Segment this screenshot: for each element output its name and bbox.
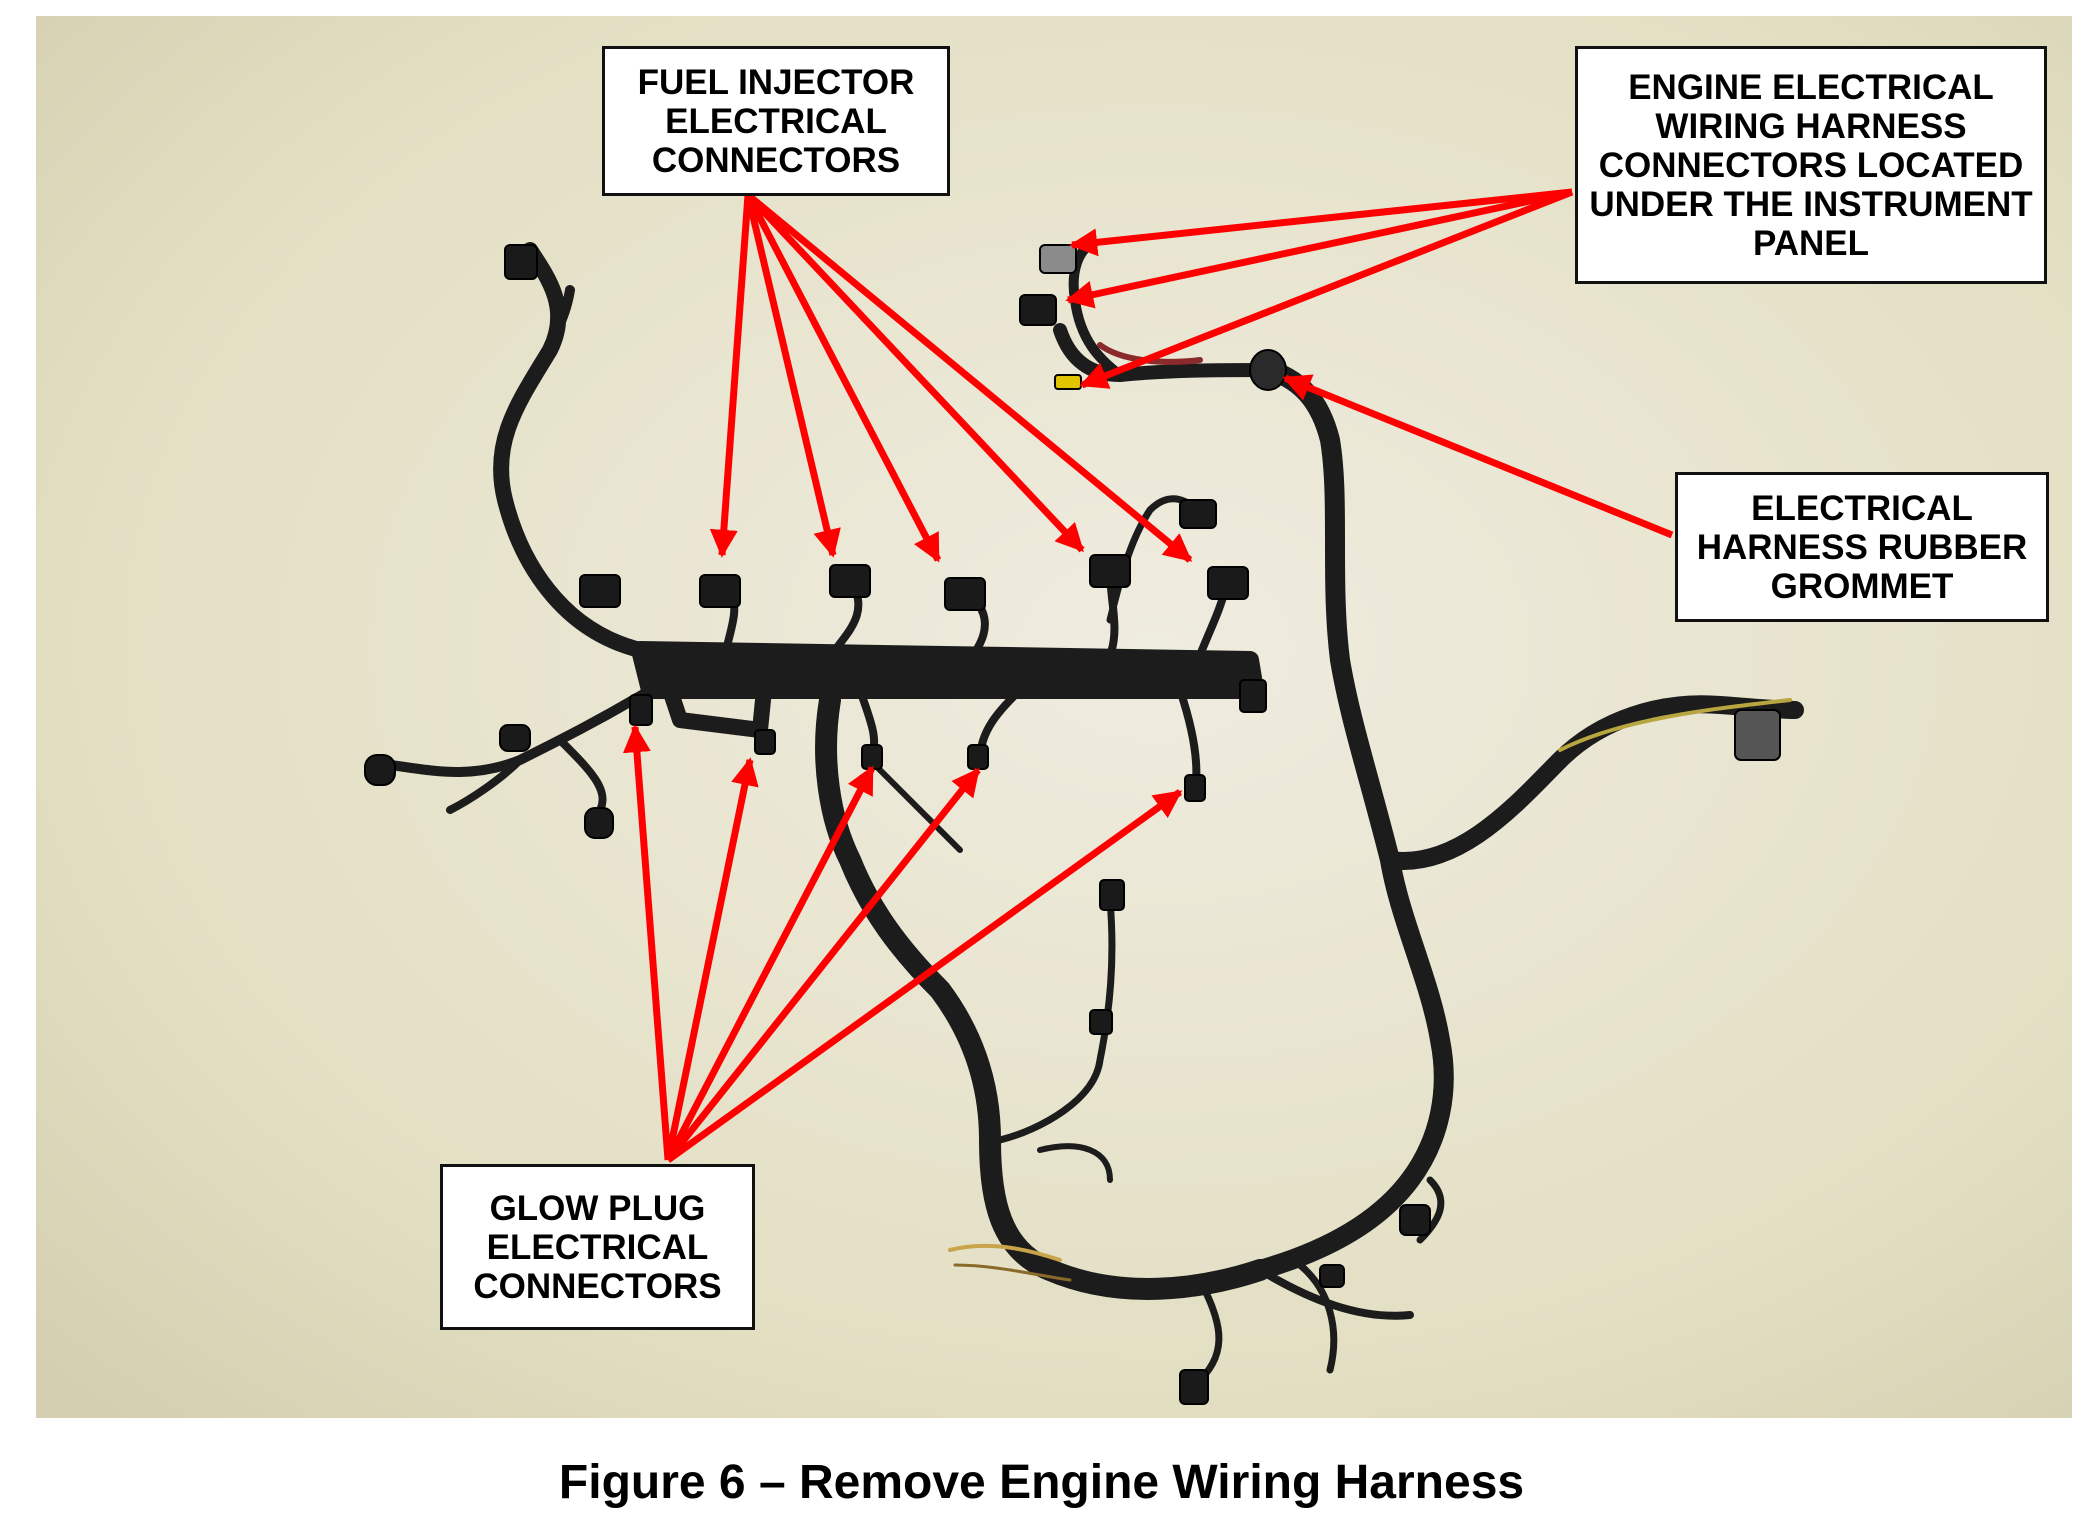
callout-engine-harness-connectors: ENGINE ELECTRICAL WIRING HARNESS CONNECT… (1575, 46, 2047, 284)
callout-fuel-injector-connectors: FUEL INJECTOR ELECTRICAL CONNECTORS (602, 46, 950, 196)
callout-harness-rubber-grommet: ELECTRICAL HARNESS RUBBER GROMMET (1675, 472, 2049, 622)
harness-connectors (364, 244, 1781, 1405)
callout-arrows (622, 188, 1674, 1163)
figure-caption: Figure 6 – Remove Engine Wiring Harness (558, 1456, 1525, 1509)
callout-glow-plug-connectors: GLOW PLUG ELECTRICAL CONNECTORS (440, 1164, 755, 1330)
